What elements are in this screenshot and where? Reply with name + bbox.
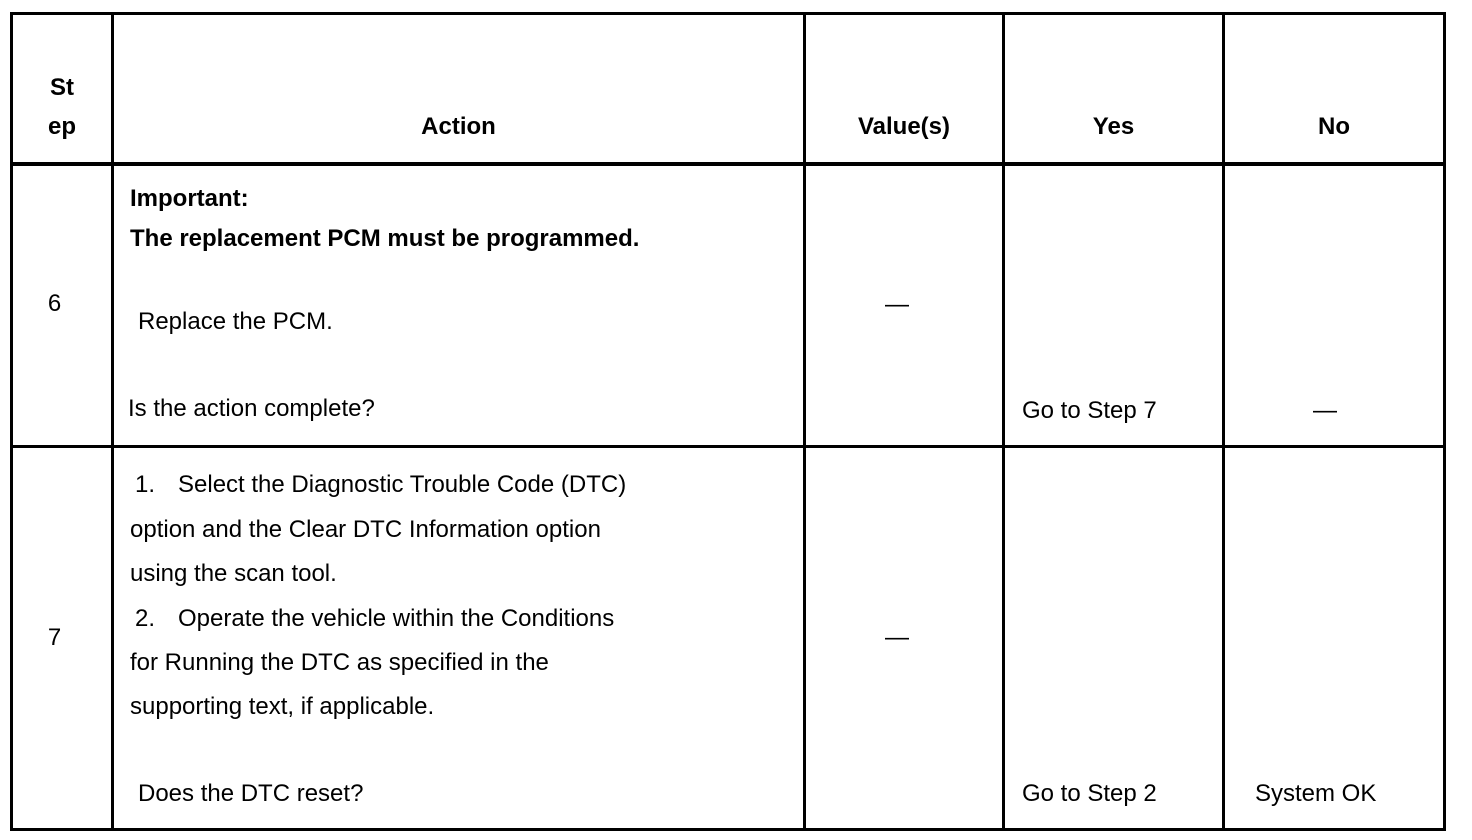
list-item-2-line-1: Operate the vehicle within the Condition… [178, 605, 615, 632]
row-divider [10, 445, 1446, 448]
list-item-2-number: 2. [135, 605, 156, 632]
action-instruction: Replace the PCM. [138, 308, 333, 335]
header-values: Value(s) [857, 113, 951, 140]
column-divider-step [111, 12, 114, 831]
list-item-1-line-1: Select the Diagnostic Trouble Code (DTC) [178, 471, 627, 498]
important-label: Important: [130, 185, 249, 212]
header-step-line1: St [50, 74, 74, 101]
action-question: Does the DTC reset? [138, 780, 364, 807]
yes-cell: Go to Step 2 [1022, 780, 1157, 807]
table-border-bottom [10, 828, 1446, 831]
no-cell: — [1313, 397, 1337, 424]
table-border-left [10, 12, 13, 831]
list-item-2-line-2: for Running the DTC as specified in the [130, 649, 549, 676]
header-step-line2: ep [47, 113, 76, 140]
column-divider-action [803, 12, 806, 831]
header-no: No [1318, 113, 1350, 140]
header-action: Action [421, 113, 496, 140]
action-question: Is the action complete? [128, 395, 375, 422]
list-item-2-line-3: supporting text, if applicable. [130, 693, 435, 720]
header-yes: Yes [1092, 113, 1135, 140]
list-item-1-number: 1. [135, 471, 156, 498]
value-cell: — [885, 291, 909, 318]
list-item-1-line-3: using the scan tool. [130, 560, 337, 587]
important-text: The replacement PCM must be programmed. [130, 225, 640, 252]
table-border-right [1443, 12, 1446, 831]
table-border-top [10, 12, 1446, 15]
column-divider-yes [1222, 12, 1225, 831]
step-number: 6 [47, 290, 62, 317]
list-item-1-line-2: option and the Clear DTC Information opt… [130, 516, 601, 543]
header-divider [10, 162, 1446, 166]
column-divider-values [1002, 12, 1005, 831]
step-number: 7 [47, 624, 62, 651]
yes-cell: Go to Step 7 [1022, 397, 1157, 424]
no-cell: System OK [1255, 780, 1377, 807]
value-cell: — [885, 624, 909, 651]
